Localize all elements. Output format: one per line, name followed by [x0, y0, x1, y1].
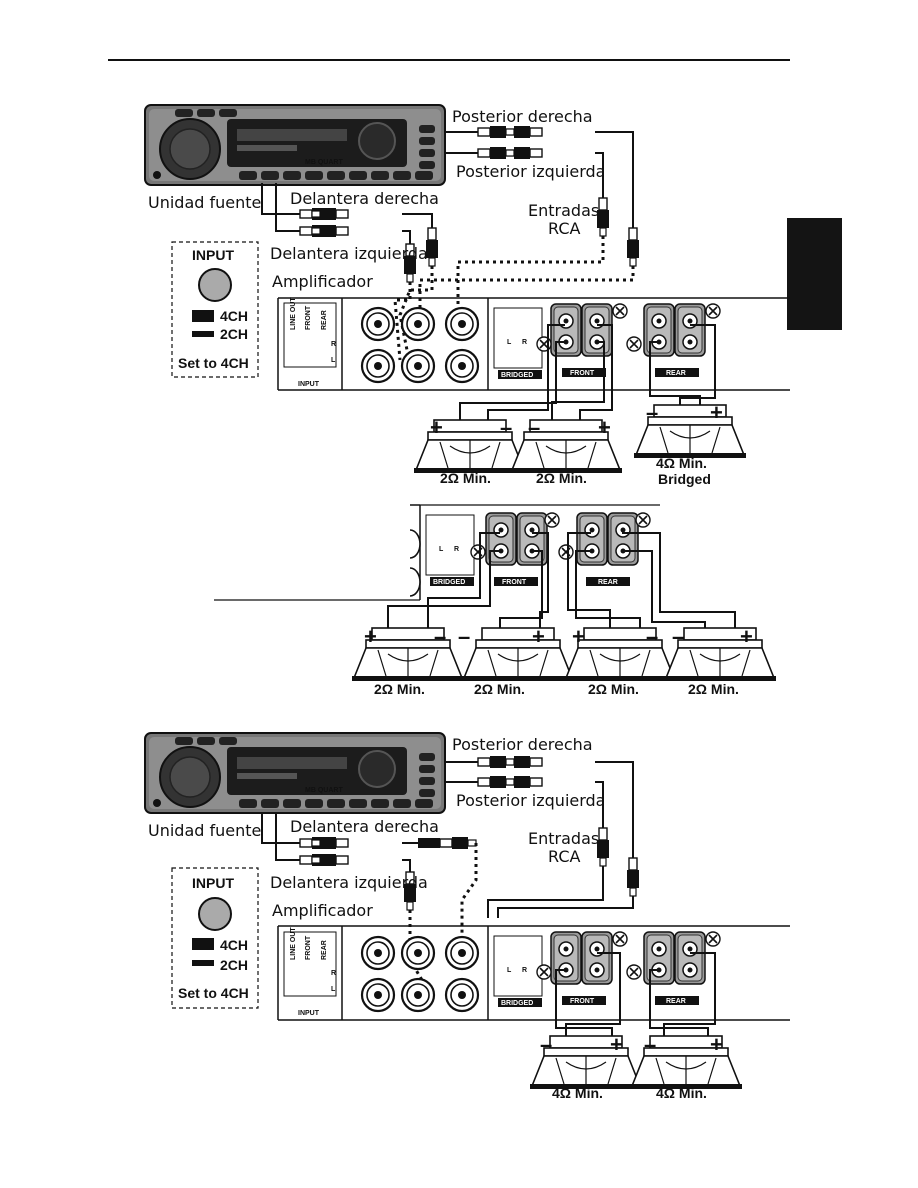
svg-text:–: –	[672, 624, 684, 649]
front-left-label: Delantera izquierda	[270, 244, 428, 263]
speaker-2a-rating: 2Ω Min.	[374, 681, 425, 697]
svg-text:–: –	[644, 1032, 656, 1057]
svg-text:+: +	[430, 415, 443, 440]
svg-text:4CH: 4CH	[220, 937, 248, 953]
svg-text:R: R	[331, 970, 336, 977]
svg-text:REAR: REAR	[598, 579, 618, 586]
speaker-3a-rating: 4Ω Min.	[552, 1085, 603, 1101]
svg-text:FRONT: FRONT	[570, 370, 595, 377]
speaker-2b-rating: 2Ω Min.	[474, 681, 525, 697]
svg-text:+: +	[610, 1032, 623, 1057]
rca-inputs-label-2: RCA	[548, 219, 580, 238]
svg-text:FRONT: FRONT	[305, 935, 312, 960]
head-unit-1: MB QUART	[144, 104, 446, 186]
svg-text:–: –	[500, 415, 512, 440]
svg-text:LINE OUT: LINE OUT	[290, 297, 297, 330]
rear-right-label: Posterior derecha	[452, 107, 593, 126]
diagram-1: MB QUART Unidad fuente Posterior derecha…	[144, 104, 790, 487]
svg-text:LINE OUT: LINE OUT	[290, 927, 297, 960]
front-right-label: Delantera derecha	[290, 189, 439, 208]
svg-text:–: –	[646, 400, 658, 425]
amplifier-3: LINE OUT FRONT REAR R L INPUT L R BRIDGE…	[277, 925, 790, 1021]
speaker-1b-rating: 2Ω Min.	[536, 470, 587, 486]
svg-text:L: L	[331, 357, 336, 364]
svg-text:MB QUART: MB QUART	[305, 787, 343, 794]
amplifier-label-1: Amplificador	[272, 272, 373, 291]
rear-left-label-3: Posterior izquierda	[456, 791, 605, 810]
svg-text:REAR: REAR	[321, 310, 328, 330]
svg-text:L: L	[507, 339, 512, 346]
svg-text:R: R	[522, 339, 527, 346]
svg-text:+: +	[532, 624, 545, 649]
speaker-2d-rating: 2Ω Min.	[688, 681, 739, 697]
svg-text:MB QUART: MB QUART	[305, 159, 343, 166]
svg-text:+: +	[598, 415, 611, 440]
speaker-1c-bridged: Bridged	[658, 471, 711, 487]
svg-text:BRIDGED: BRIDGED	[501, 1000, 533, 1007]
svg-text:–: –	[528, 415, 540, 440]
rca-inputs-label-3a: Entradas	[528, 829, 599, 848]
svg-text:+: +	[364, 624, 377, 649]
svg-text:–: –	[646, 624, 658, 649]
svg-text:R: R	[522, 967, 527, 974]
svg-text:L: L	[331, 986, 336, 993]
svg-text:Set to 4CH: Set to 4CH	[178, 985, 249, 1001]
svg-text:4CH: 4CH	[220, 308, 248, 324]
section-tab	[787, 218, 842, 330]
source-unit-label: Unidad fuente	[148, 193, 261, 212]
svg-text:+: +	[572, 624, 585, 649]
rca-inputs-label-3b: RCA	[548, 847, 580, 866]
head-unit-3: MB QUART	[144, 732, 446, 814]
svg-text:R: R	[331, 341, 336, 348]
svg-text:L: L	[507, 967, 512, 974]
svg-text:2CH: 2CH	[220, 326, 248, 342]
speaker-3b-rating: 4Ω Min.	[656, 1085, 707, 1101]
svg-text:BRIDGED: BRIDGED	[501, 372, 533, 379]
speaker-2c-rating: 2Ω Min.	[588, 681, 639, 697]
svg-text:+: +	[740, 624, 753, 649]
input-selector-box-3: INPUT 4CH 2CH Set to 4CH	[171, 867, 259, 1009]
svg-text:INPUT: INPUT	[298, 1010, 320, 1017]
diagram-3: MB QUART Unidad fuente Posterior derecha…	[144, 732, 790, 1101]
speaker-1c-rating: 4Ω Min.	[656, 455, 707, 471]
svg-text:INPUT: INPUT	[192, 247, 234, 263]
svg-text:–: –	[434, 624, 446, 649]
svg-text:L: L	[439, 546, 444, 553]
svg-text:BRIDGED: BRIDGED	[433, 579, 465, 586]
input-selector-box-1: INPUT 4CH 2CH Set to 4CH	[171, 241, 259, 378]
rear-right-label-3: Posterior derecha	[452, 735, 593, 754]
svg-text:+: +	[710, 400, 723, 425]
amplifier-1: LINE OUT FRONT REAR R L INPUT L R BRIDGE…	[277, 297, 790, 391]
svg-text:REAR: REAR	[666, 370, 686, 377]
svg-text:+: +	[710, 1032, 723, 1057]
front-left-label-3: Delantera izquierda	[270, 873, 428, 892]
svg-text:INPUT: INPUT	[192, 875, 234, 891]
source-unit-label-3: Unidad fuente	[148, 821, 261, 840]
svg-text:–: –	[540, 1032, 552, 1057]
svg-text:Set to 4CH: Set to 4CH	[178, 355, 249, 371]
rca-inputs-label-1: Entradas	[528, 201, 599, 220]
svg-text:REAR: REAR	[321, 940, 328, 960]
svg-text:FRONT: FRONT	[502, 579, 527, 586]
svg-text:R: R	[454, 546, 459, 553]
rear-left-label: Posterior izquierda	[456, 162, 605, 181]
svg-text:REAR: REAR	[666, 998, 686, 1005]
svg-text:2CH: 2CH	[220, 957, 248, 973]
svg-text:–: –	[458, 624, 470, 649]
svg-text:FRONT: FRONT	[570, 998, 595, 1005]
diagram-2: L R BRIDGED FRONT REAR + – – + + – – + 2Ω Mi…	[214, 504, 777, 697]
amplifier-label-3: Amplificador	[272, 901, 373, 920]
svg-text:FRONT: FRONT	[305, 305, 312, 330]
svg-text:INPUT: INPUT	[298, 381, 320, 388]
speaker-1a-rating: 2Ω Min.	[440, 470, 491, 486]
front-right-label-3: Delantera derecha	[290, 817, 439, 836]
